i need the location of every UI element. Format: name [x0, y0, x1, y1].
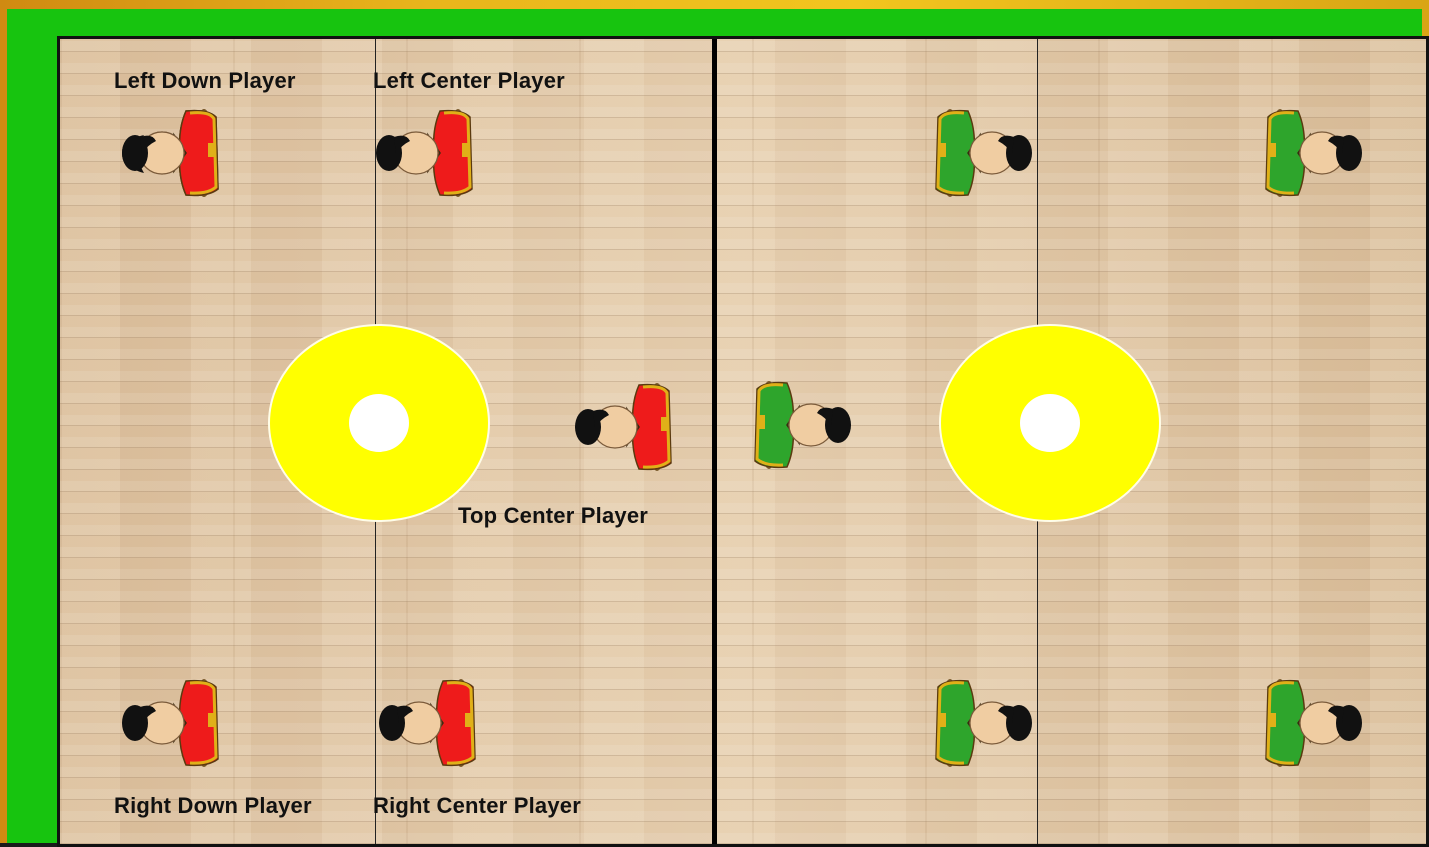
court: Left Down Player Left Center Player Top … [57, 36, 1429, 847]
left-circle [268, 324, 490, 522]
court-border: Left Down Player Left Center Player Top … [7, 9, 1422, 843]
green-player-center [747, 379, 857, 471]
label-left-center-player: Left Center Player [373, 68, 565, 94]
label-left-down-player: Left Down Player [114, 68, 296, 94]
green-player-top-left [928, 107, 1038, 199]
green-player-bottom-left [928, 677, 1038, 769]
red-player-top-center [569, 381, 679, 473]
green-player-bottom-right [1258, 677, 1368, 769]
label-right-center-player: Right Center Player [373, 793, 581, 819]
label-top-center-player: Top Center Player [458, 503, 648, 529]
red-player-right-down [116, 677, 226, 769]
midline [712, 39, 717, 844]
green-player-top-right [1258, 107, 1368, 199]
right-circle-center [1020, 394, 1080, 452]
right-circle [939, 324, 1161, 522]
left-circle-center [349, 394, 409, 452]
red-player-left-down [116, 107, 226, 199]
red-player-right-center [373, 677, 483, 769]
label-right-down-player: Right Down Player [114, 793, 312, 819]
red-player-left-center [370, 107, 480, 199]
